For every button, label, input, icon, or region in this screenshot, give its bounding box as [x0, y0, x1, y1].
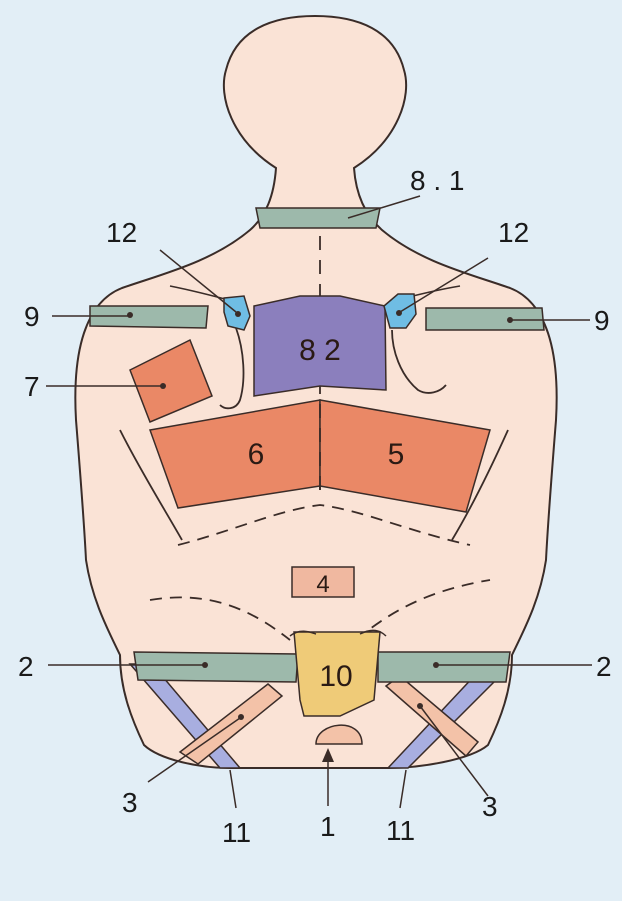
- pad-9-left-dot: [127, 312, 133, 318]
- pad-label-8-2: 8 2: [299, 334, 341, 367]
- callout-11-right: 11: [386, 815, 415, 846]
- pad-9-right: [426, 308, 544, 330]
- callout-3-right: 3: [482, 791, 498, 822]
- callout-9-left: 9: [24, 301, 40, 332]
- callout-8-1: 8 . 1: [410, 165, 464, 196]
- pad-label-10: 10: [319, 660, 352, 693]
- callout-1: 1: [320, 811, 336, 842]
- callout-2-right: 2: [596, 651, 612, 682]
- callout-7: 7: [24, 371, 40, 402]
- pad-8-1: [256, 208, 380, 228]
- pad-2-right: [378, 652, 510, 682]
- callout-3-left: 3: [122, 787, 138, 818]
- callout-9-right: 9: [594, 305, 610, 336]
- pad-2-left: [134, 652, 298, 682]
- callout-2-left: 2: [18, 651, 34, 682]
- pad-label-5: 5: [388, 438, 405, 471]
- pad-label-6: 6: [248, 438, 265, 471]
- callout-12-right: 12: [498, 217, 529, 248]
- pad-9-left: [90, 306, 208, 328]
- callout-12-left: 12: [106, 217, 137, 248]
- pad-label-4: 4: [316, 571, 329, 598]
- callout-11-left: 11: [222, 817, 251, 848]
